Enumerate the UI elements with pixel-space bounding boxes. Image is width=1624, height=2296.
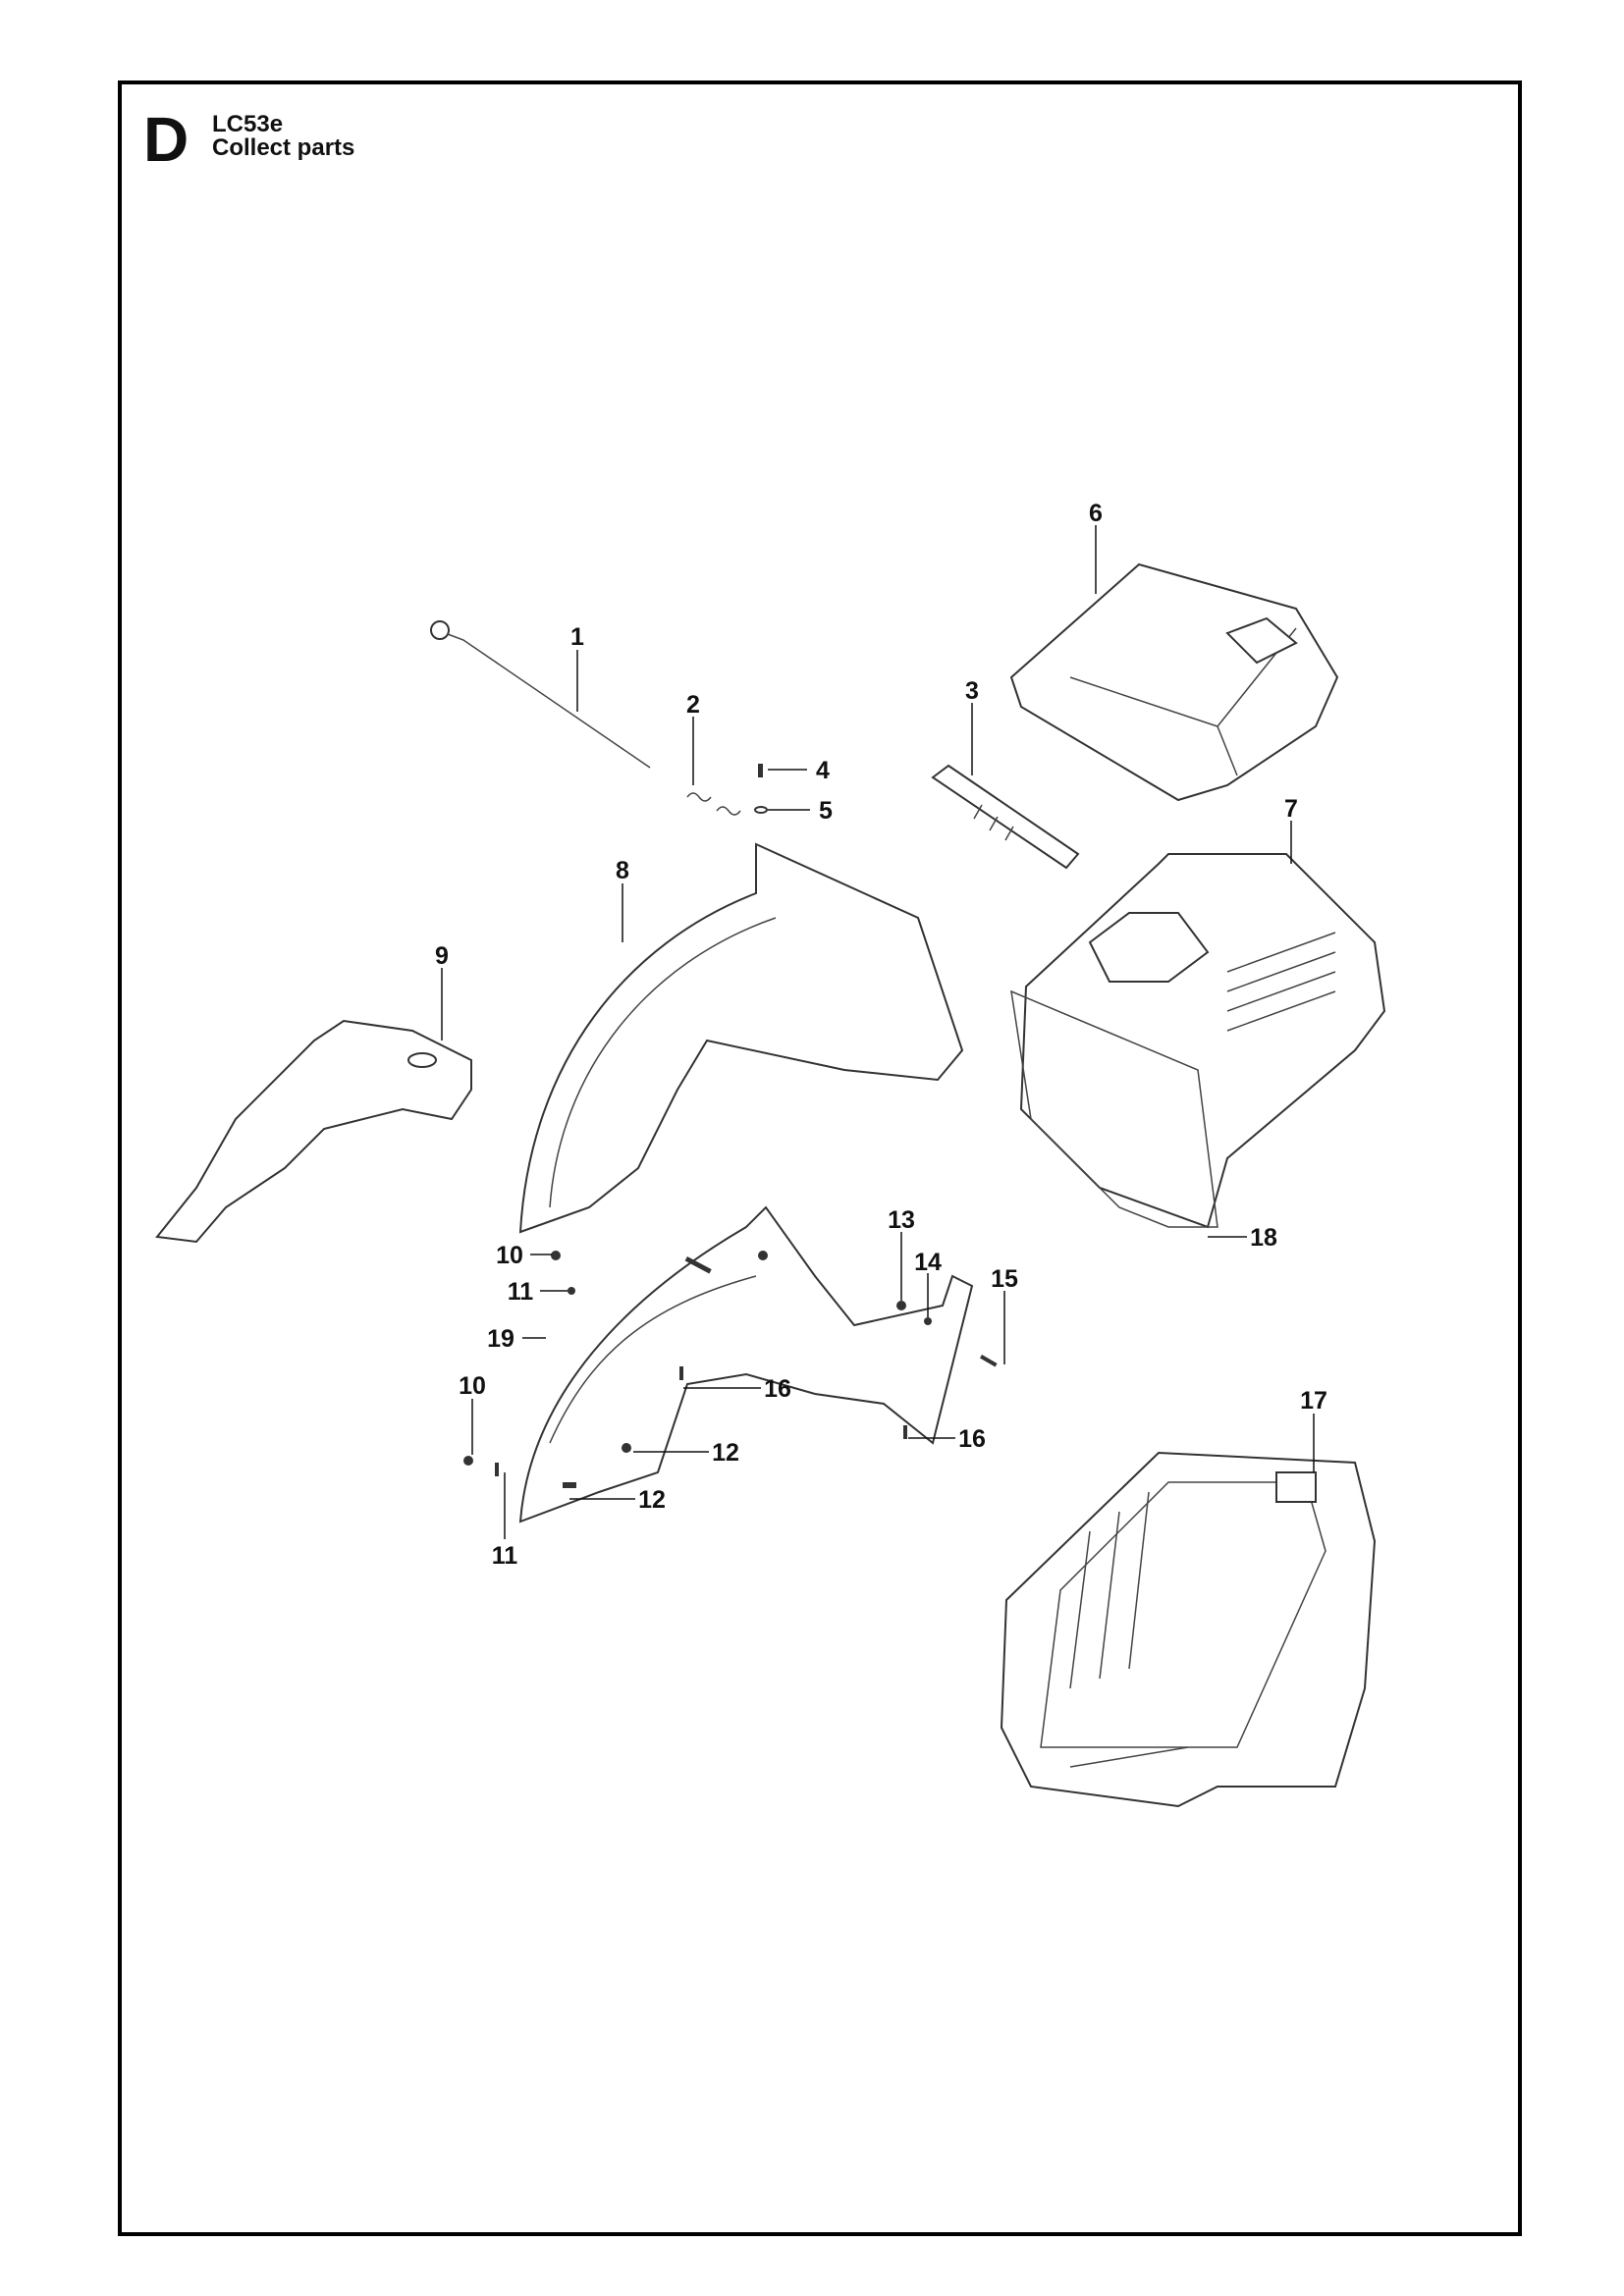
callout-5: 5 — [819, 797, 833, 825]
callout-10b: 10 — [459, 1372, 486, 1400]
callout-11a: 11 — [508, 1278, 534, 1306]
fasteners — [463, 1251, 998, 1488]
model-name: LC53e — [212, 111, 284, 137]
part-6-cover — [1009, 562, 1339, 802]
part-9-chute — [155, 1019, 472, 1244]
callout-13: 13 — [888, 1206, 915, 1234]
leader-lines — [441, 525, 1315, 1539]
callout-18: 18 — [1250, 1224, 1277, 1252]
callout-12b: 12 — [638, 1486, 666, 1514]
part-19-lower-guard — [518, 1205, 974, 1523]
part-17-basket — [1000, 1451, 1377, 1808]
callout-15: 15 — [991, 1265, 1018, 1293]
page-frame — [118, 80, 1522, 2236]
callout-11b: 11 — [492, 1542, 518, 1570]
callout-3: 3 — [965, 677, 979, 705]
callout-10a: 10 — [496, 1242, 523, 1269]
part-7-catcher-top — [1019, 853, 1386, 1229]
callout-1: 1 — [570, 623, 584, 651]
callout-19: 19 — [487, 1325, 514, 1353]
callout-14: 14 — [914, 1249, 942, 1276]
part-8-guard — [518, 842, 964, 1234]
callout-2: 2 — [686, 691, 700, 719]
part-3-handle — [931, 764, 1080, 870]
callout-7: 7 — [1284, 795, 1298, 823]
callout-labels: 1 2 3 4 5 6 7 8 9 10 11 19 10 11 12 12 1… — [435, 500, 1327, 1570]
part-1-rod — [430, 620, 651, 769]
callout-17: 17 — [1300, 1387, 1327, 1415]
part-2-spring — [686, 792, 741, 816]
part-18-frame — [1010, 989, 1218, 1228]
callout-16b: 16 — [958, 1425, 986, 1453]
callout-9: 9 — [435, 942, 449, 970]
section-letter: D — [143, 104, 189, 175]
callout-8: 8 — [616, 857, 629, 884]
page-title: Collect parts — [212, 134, 355, 161]
callout-4: 4 — [816, 757, 830, 784]
callout-16a: 16 — [764, 1375, 791, 1403]
callout-12a: 12 — [712, 1439, 739, 1467]
part-4-5-screw-washer — [754, 764, 768, 814]
callout-6: 6 — [1089, 500, 1103, 527]
